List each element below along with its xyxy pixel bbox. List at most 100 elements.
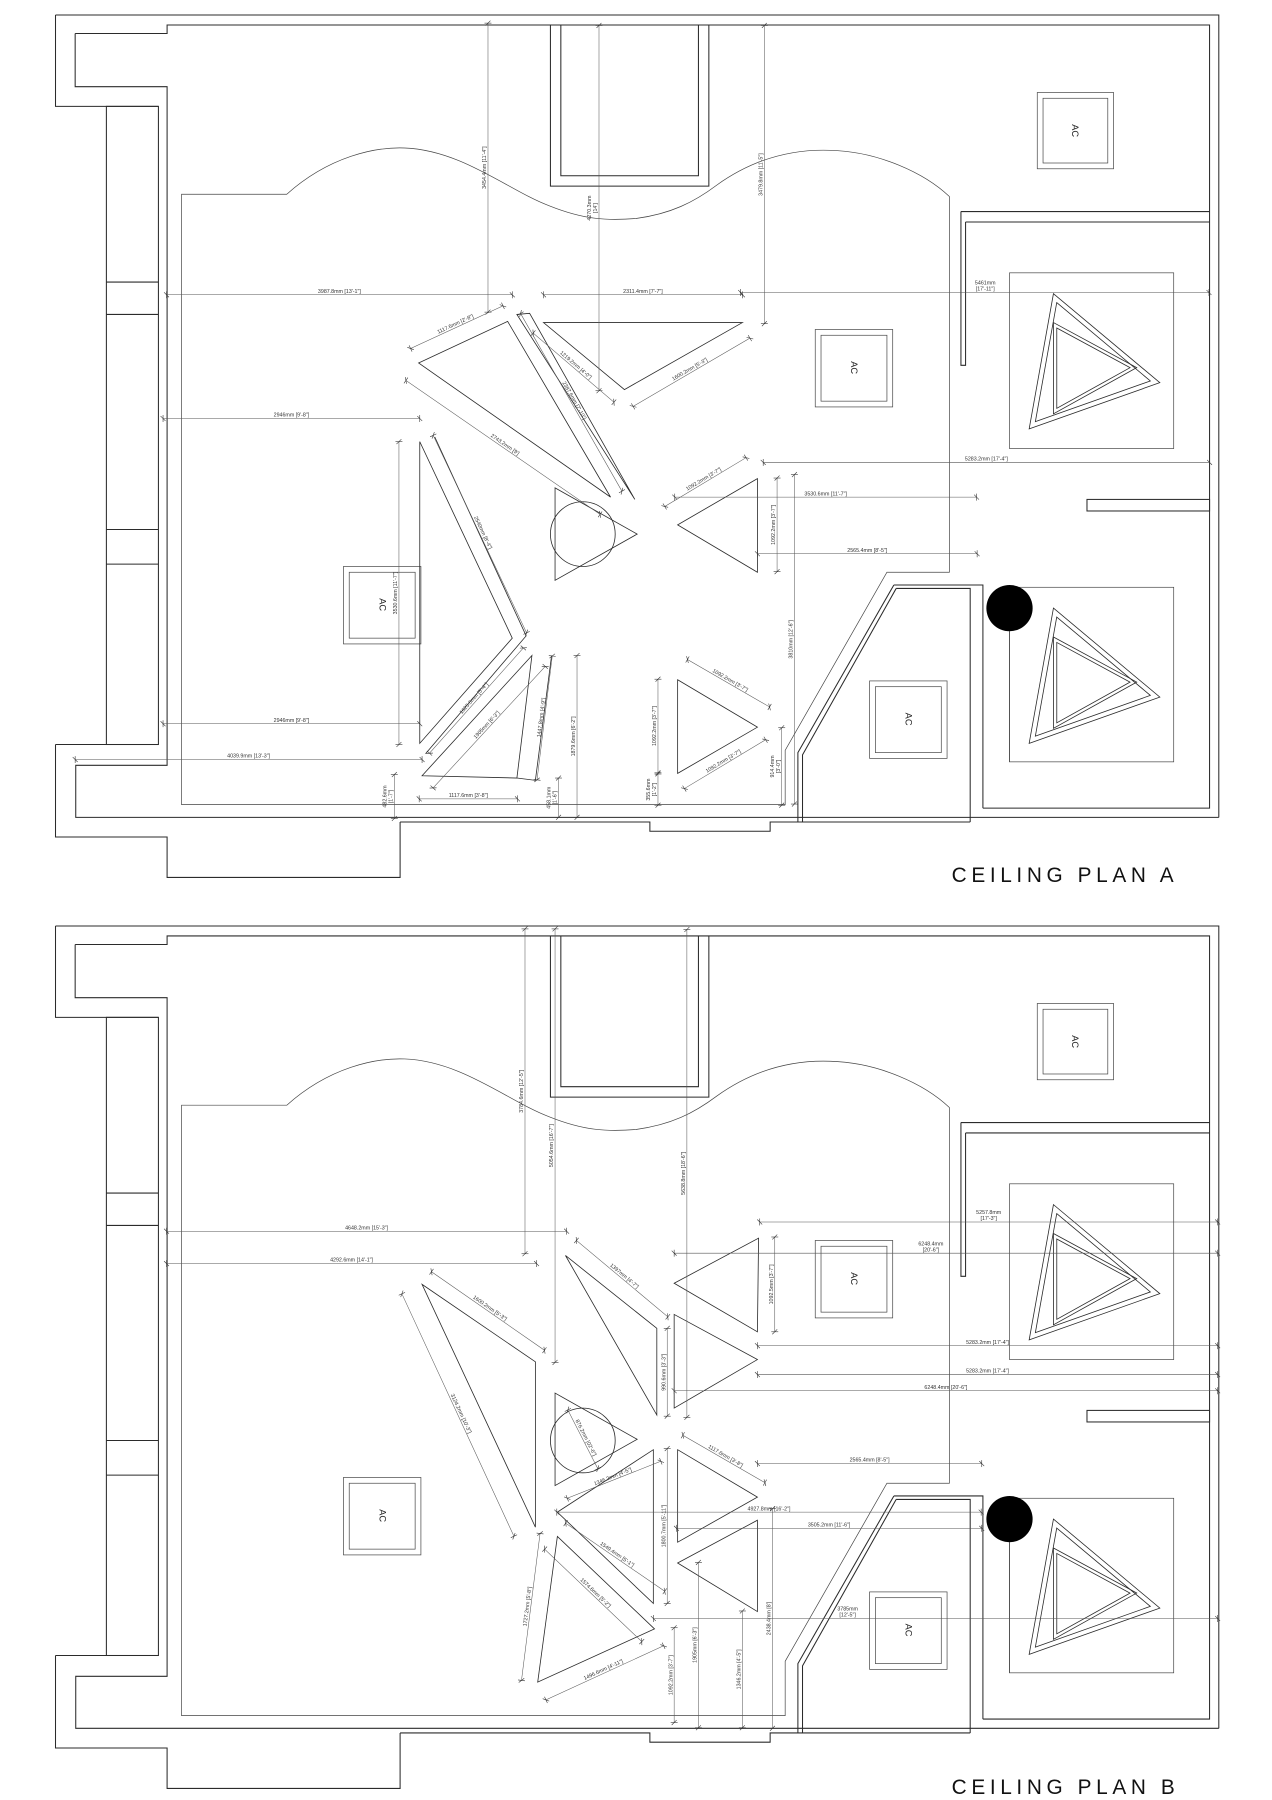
- dimension-label: 4648.2mm [15'-3"]: [345, 1225, 388, 1231]
- dimension-label: 458.1mm[1'-6"]: [547, 786, 559, 809]
- dimension-label: 1117.6mm [2'-8"]: [437, 313, 476, 335]
- dimension: 5054.6mm [16'-7"]: [549, 926, 559, 1366]
- extension-tick: [501, 302, 505, 310]
- dimension-line: [405, 380, 601, 515]
- dimension-label: 5461mm[17'-11"]: [975, 281, 996, 293]
- dimension-label: 4039.9mm [13'-3"]: [227, 754, 270, 760]
- dimension: 4648.2mm [15'-3"]: [163, 1225, 570, 1235]
- ceiling-panel-triangle: [516, 312, 636, 500]
- dimension: 1346.2mm [4'-5"]: [737, 1608, 746, 1731]
- dimension-line: [684, 739, 766, 789]
- dimension: 1447.8mm [4'-9"]: [533, 653, 556, 783]
- dimension: 5283.2mm [17'-4"]: [760, 457, 1213, 466]
- dimension-label: 6248.4mm[20'-6"]: [918, 1241, 944, 1253]
- dimension-label: 1092.2mm [3'-7"]: [668, 1655, 674, 1696]
- extension-tick: [517, 311, 524, 316]
- dimension-label: 5283.2mm [17'-4"]: [966, 1340, 1009, 1346]
- extension-tick: [548, 655, 556, 657]
- ceiling-panel-triangle: [676, 1519, 758, 1613]
- dimension-line: [545, 1645, 664, 1701]
- plan-b-ceiling-panels: [421, 1237, 759, 1683]
- dimension-line: [429, 647, 524, 754]
- ceiling-panel-triangle: [565, 1255, 658, 1417]
- dimension-label: 1496.6mm [4'-11"]: [583, 1658, 625, 1681]
- extension-tick: [408, 345, 413, 352]
- extension-tick: [665, 1313, 671, 1320]
- dimension: 458.1mm[1'-6"]: [547, 775, 562, 820]
- dimension: 1600.2mm [5'-3"]: [429, 1268, 547, 1354]
- dimension: 5257.8mm[17'-3"]: [757, 1210, 1221, 1226]
- dimension-label: 1092.2mm [3'-7"]: [652, 705, 658, 746]
- dimension: 4927.8mm [16'-2"]: [554, 1506, 984, 1516]
- dimension-label: 355.6mm[1'-2"]: [646, 778, 658, 801]
- dimension: 3810mm [12'-6"]: [789, 471, 798, 807]
- dimension-label: 4292.6mm [14'-1"]: [330, 1258, 373, 1264]
- dimension-label: 1905mm [6'-3"]: [693, 1627, 699, 1663]
- dimension-line: [576, 1240, 668, 1318]
- dimension: 1092.5mm [3'-7"]: [769, 1234, 779, 1335]
- extension-tick: [763, 736, 768, 743]
- dimension: 2311.4mm [7'-7"]: [540, 289, 746, 299]
- extension-tick: [430, 785, 436, 791]
- dimension-label: 1092.2mm [3'-7"]: [711, 668, 749, 693]
- dimension-line: [536, 655, 553, 780]
- extension-tick: [680, 1432, 685, 1439]
- dimension-line: [565, 1522, 665, 1592]
- dimension-label: 3530.6mm [11'-7"]: [804, 491, 847, 497]
- dimension-label: 5054.6mm [16'-7"]: [549, 1124, 555, 1167]
- extension-tick: [533, 779, 541, 781]
- dimension: 2387.6mm [7'-10"]: [517, 310, 626, 495]
- plan-a-ceiling-panels: [417, 312, 759, 781]
- dimension-label: 1574.6mm [5'-2"]: [579, 1577, 612, 1609]
- ceiling-panel-triangle: [542, 322, 744, 391]
- extension-tick: [565, 1494, 569, 1502]
- dimension: 3785mm[12'-5"]: [650, 1607, 1221, 1622]
- extension-tick: [398, 1292, 406, 1296]
- extension-tick: [767, 703, 772, 711]
- ceiling-light-circle: [550, 1407, 616, 1474]
- extension-tick: [611, 399, 617, 406]
- dimension-label: 1092.2mm [3'-7"]: [685, 467, 723, 493]
- dimension-line: [567, 1409, 599, 1469]
- dimension: 2438.4mm [8']: [767, 1506, 776, 1731]
- dimension: 1092.2mm [3'-7"]: [661, 454, 750, 510]
- dimension-label: 482.6mm[1'-7"]: [382, 785, 394, 808]
- ceiling-panel-triangle: [673, 1313, 759, 1409]
- ceiling-panel-edge: [425, 436, 527, 755]
- ceiling-panel-triangle: [554, 487, 638, 582]
- extension-tick: [594, 1466, 601, 1471]
- dimension-label: 1600.2mm [5'-3"]: [671, 357, 709, 383]
- dimension: 1600.2mm [5'-3"]: [629, 334, 754, 410]
- dimension: 1346.2mm [4'-5"]: [563, 1457, 665, 1502]
- extension-tick: [597, 511, 603, 518]
- dimension-label: 1117.6mm [3'-8"]: [449, 793, 489, 799]
- dimension-label: 2438.4mm [8']: [767, 1601, 773, 1635]
- ceiling-plan-a: 3454.4mm [11'-4"]4270.3mm[14']3479.8mm […: [54, 14, 1220, 887]
- dimension-label: 2565.4mm [8'-5"]: [850, 1458, 891, 1464]
- dimension: 3124.2mm [10'-3"]: [398, 1290, 518, 1540]
- dimension-label: 990.6mm [3'-3"]: [661, 1353, 667, 1391]
- plan-a-title: CEILING PLAN A: [952, 864, 1179, 887]
- dimension-label: 1625.6mm [5'-4"]: [459, 681, 490, 715]
- dimension: 482.6mm[1'-7"]: [382, 771, 398, 822]
- dimension-label: 1800.7mm [5'-11"]: [661, 1504, 667, 1547]
- dimension-label: 5638.8mm [18'-6"]: [681, 1151, 687, 1194]
- extension-tick: [536, 1532, 544, 1535]
- extension-tick: [662, 1588, 667, 1595]
- dimension: 1905mm [6'-3"]: [429, 663, 549, 791]
- extension-tick: [682, 785, 687, 792]
- ceiling-panel-triangle: [554, 1392, 638, 1487]
- ceiling-panel-triangle: [421, 654, 533, 779]
- dimension: 1092.2mm [3'-7"]: [668, 1625, 678, 1726]
- dimension: 1879.6mm [6'-2"]: [571, 652, 581, 820]
- dimension: 1800.7mm [5'-11"]: [661, 1445, 671, 1607]
- dimension-label: 5283.2mm [17'-4"]: [965, 457, 1008, 463]
- dimension: 5283.2mm [17'-4"]: [754, 1340, 1221, 1350]
- extension-tick: [518, 1679, 525, 1682]
- dimension-line: [401, 1293, 515, 1537]
- extension-tick: [564, 1408, 572, 1412]
- dimension: 6248.4mm[20'-6"]: [671, 1241, 1221, 1257]
- dimension-line: [431, 1271, 545, 1351]
- ceiling-panel-triangle: [676, 477, 758, 573]
- dimension-label: 914.4mm[3'-0"]: [770, 755, 782, 778]
